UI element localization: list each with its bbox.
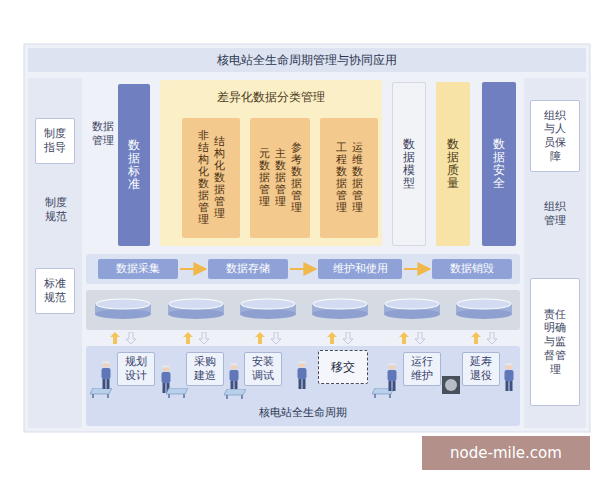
node-text: 移交: [331, 360, 355, 375]
side-panel: 制度规范 制度指导标准规范: [28, 78, 82, 428]
phase-box: 规划设计: [117, 352, 155, 386]
category-item: 元数据管理主数据管理参考数据管理: [250, 118, 310, 238]
watermark: node-mile.com: [422, 436, 590, 470]
org-box: 责任明确与监督管理: [530, 278, 580, 406]
flow-arrow: [404, 268, 430, 270]
node-text: 制度指导: [44, 127, 66, 155]
org-box: 组织与人员保障: [530, 100, 580, 172]
phase-box: 运行维护: [403, 352, 441, 386]
panel-label: 数据管理: [91, 120, 115, 148]
side-panel: 组织管理 组织与人员保障责任明确与监督管理: [524, 78, 586, 428]
panel-label: 核电站全生命周期: [243, 406, 363, 420]
panel-label: 组织管理: [543, 200, 567, 228]
data-column: 数据模型: [392, 82, 426, 246]
data-column: 数据安全: [482, 82, 516, 246]
node-text: 责任明确与监督管理: [544, 308, 566, 377]
node-text: 标准规范: [44, 277, 66, 305]
data-column: 数据标准: [118, 84, 150, 246]
node-text: 数据安全: [493, 138, 505, 191]
node-text: 参考数据管理: [291, 142, 302, 215]
node-text: 延寿退役: [470, 355, 492, 383]
phase-box: 延寿退役: [462, 352, 500, 386]
node-text: 核电站全生命周期管理与协同应用: [217, 53, 397, 68]
panel-label: 差异化数据分类管理: [170, 90, 372, 105]
node-text: 数据存储: [226, 262, 270, 276]
node-text: 数据采集: [116, 262, 160, 276]
node-text: 数据标准: [128, 139, 140, 192]
node-text: 组织与人员保障: [544, 109, 566, 164]
phase-box: 安装调试: [244, 352, 282, 386]
panel-label: 制度规范: [44, 196, 68, 224]
node-text: 安装调试: [252, 355, 274, 383]
phase-box: 移交: [318, 350, 368, 384]
node-text: 数据销毁: [450, 262, 494, 276]
node-text: 采购建造: [194, 355, 216, 383]
node-text: 维护和使用: [333, 262, 388, 276]
node-text: 元数据管理: [259, 148, 270, 208]
category-box: 差异化数据分类管理非结构化数据管理结构化数据管理元数据管理主数据管理参考数据管理…: [160, 80, 382, 246]
policy-box: 标准规范: [35, 268, 75, 314]
node-text: 运维数据管理: [352, 142, 363, 215]
process-box: 维护和使用: [318, 259, 402, 279]
node-text: 数据质量: [447, 138, 459, 191]
node-text: 主数据管理: [275, 148, 286, 208]
process-box: 数据销毁: [432, 259, 512, 279]
node-text: 规划设计: [125, 355, 147, 383]
category-item: 非结构化数据管理结构化数据管理: [182, 118, 240, 238]
policy-box: 制度指导: [35, 118, 75, 164]
category-item: 工程数据管理运维数据管理: [320, 118, 378, 238]
node-text: 数据模型: [403, 138, 415, 191]
node-text: 结构化数据管理: [214, 136, 225, 221]
node-text: 非结构化数据管理: [198, 130, 209, 227]
lifecycle-band: 核电站全生命周期 规划设计 采购建造 安装调试 移交 运行维护 延寿退役: [86, 346, 520, 426]
node-text: 运行维护: [411, 355, 433, 383]
flow-arrow: [290, 268, 316, 270]
flow-arrow: [180, 268, 206, 270]
node-text: 工程数据管理: [336, 142, 347, 215]
title-bar: 核电站全生命周期管理与协同应用: [28, 48, 586, 72]
data-panel: 数据管理数据标准差异化数据分类管理非结构化数据管理结构化数据管理元数据管理主数据…: [86, 78, 520, 250]
phase-box: 采购建造: [186, 352, 224, 386]
process-box: 数据采集: [98, 259, 178, 279]
data-column: 数据质量: [436, 82, 470, 246]
process-box: 数据存储: [208, 259, 288, 279]
